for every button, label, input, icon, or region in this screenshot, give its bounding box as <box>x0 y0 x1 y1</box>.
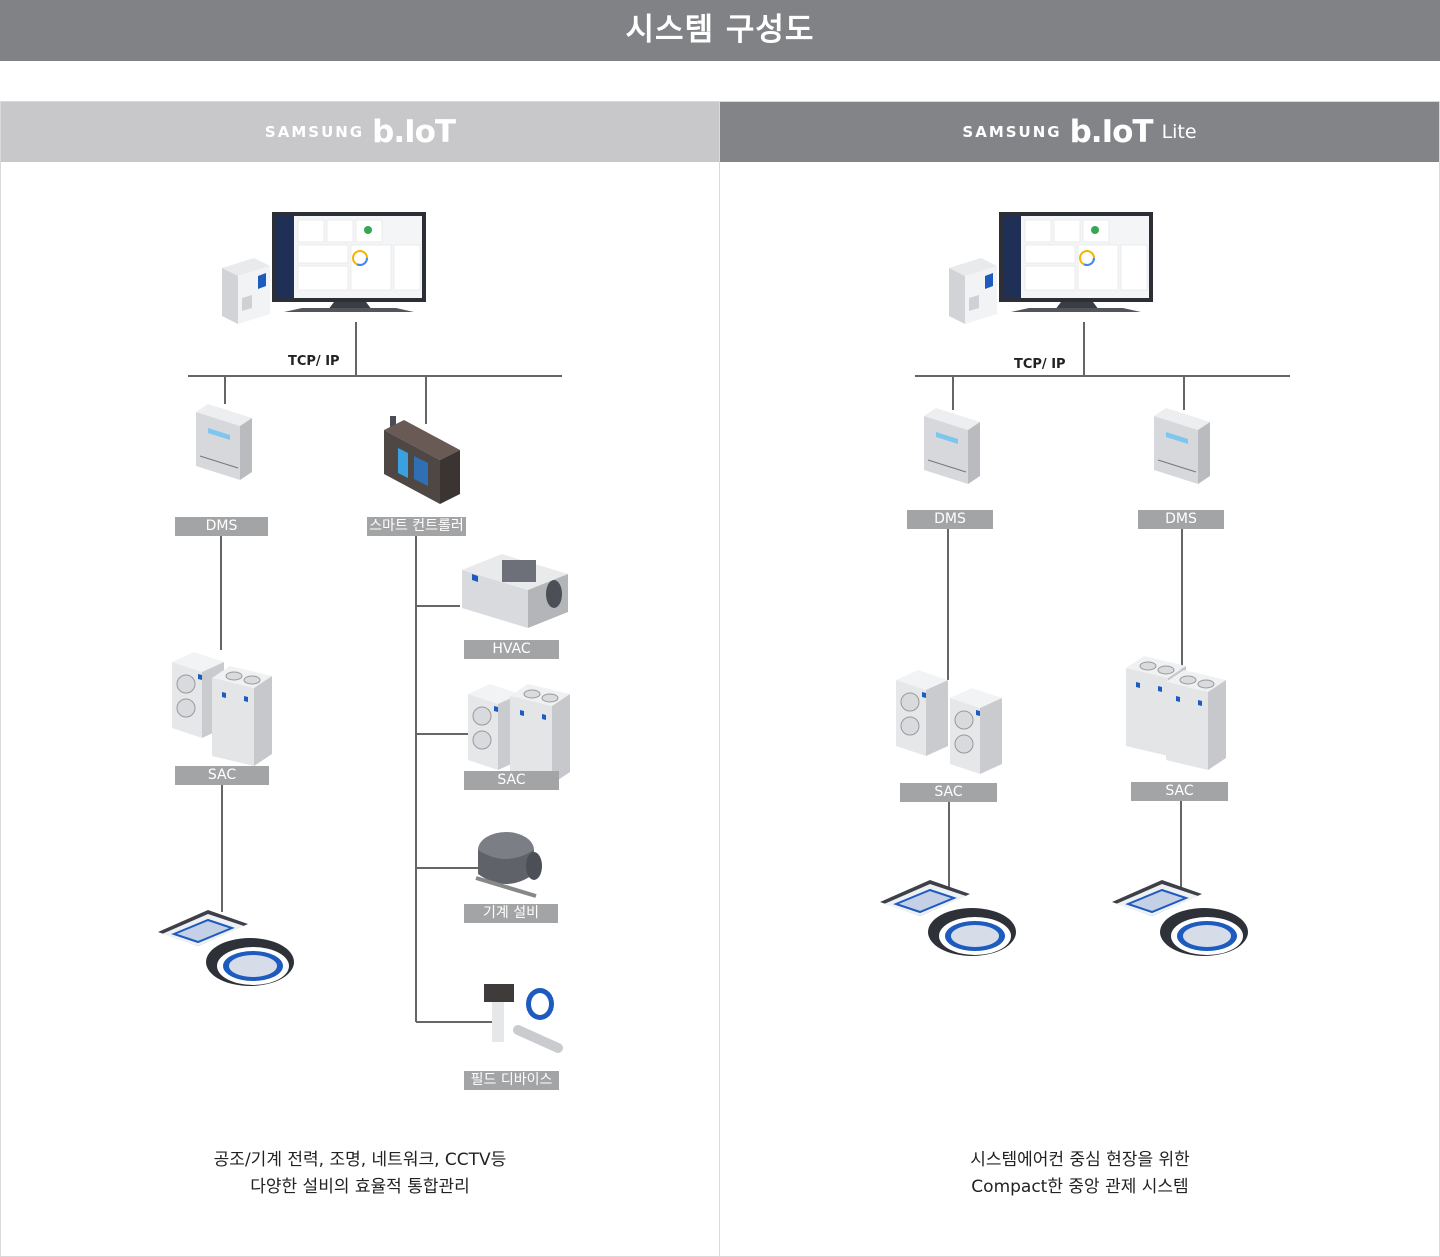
caption-right: 시스템에어컨 중심 현장을 위한 Compact한 중앙 관제 시스템 <box>880 1147 1280 1201</box>
panel-header-biot: SAMSUNG b.IoT <box>1 102 719 162</box>
smart-controller-icon <box>384 416 460 504</box>
network-label-right: TCP/ IP <box>1014 357 1066 372</box>
samsung-logo-right: SAMSUNG <box>962 123 1062 141</box>
lite-label: Lite <box>1161 121 1197 143</box>
node-label-dms-1: DMS <box>907 510 993 529</box>
node-label-field-device: 필드 디바이스 <box>464 1071 559 1090</box>
caption-left-line2: 다양한 설비의 효율적 통합관리 <box>250 1177 470 1197</box>
caption-right-line1: 시스템에어컨 중심 현장을 위한 <box>970 1150 1190 1170</box>
caption-left: 공조/기계 전력, 조명, 네트워크, CCTV등 다양한 설비의 효율적 통합… <box>160 1147 560 1201</box>
node-label-sac: SAC <box>175 766 269 785</box>
page-title: 시스템 구성도 <box>0 0 1440 61</box>
network-label: TCP/ IP <box>288 354 340 369</box>
biot-logo-right: b.IoT <box>1069 114 1154 150</box>
machine-equipment-icon <box>475 832 542 898</box>
panel-biot-lite: SAMSUNG b.IoT Lite <box>719 101 1440 1257</box>
panel-header-biot-lite: SAMSUNG b.IoT Lite <box>720 102 1439 162</box>
caption-right-line2: Compact한 중앙 관제 시스템 <box>971 1177 1189 1197</box>
node-label-sac-right-2: SAC <box>1131 782 1228 801</box>
panel-biot: SAMSUNG b.IoT <box>0 101 720 1257</box>
samsung-logo: SAMSUNG <box>264 123 365 141</box>
hvac-chiller-icon <box>462 554 568 628</box>
node-label-sac-2: SAC <box>464 771 559 790</box>
right-network-lines <box>915 322 1290 896</box>
biot-logo: b.IoT <box>372 114 456 150</box>
caption-left-line1: 공조/기계 전력, 조명, 네트워크, CCTV등 <box>213 1150 507 1170</box>
node-label-sac-right-1: SAC <box>900 783 997 802</box>
node-label-smart-controller: 스마트 컨트롤러 <box>367 517 466 536</box>
left-network-lines <box>188 322 562 1023</box>
field-device-icon <box>484 984 563 1053</box>
node-label-hvac: HVAC <box>464 640 559 659</box>
node-label-dms-2: DMS <box>1138 510 1224 529</box>
node-label-dms: DMS <box>175 517 268 536</box>
node-label-machine: 기계 설비 <box>464 904 558 923</box>
